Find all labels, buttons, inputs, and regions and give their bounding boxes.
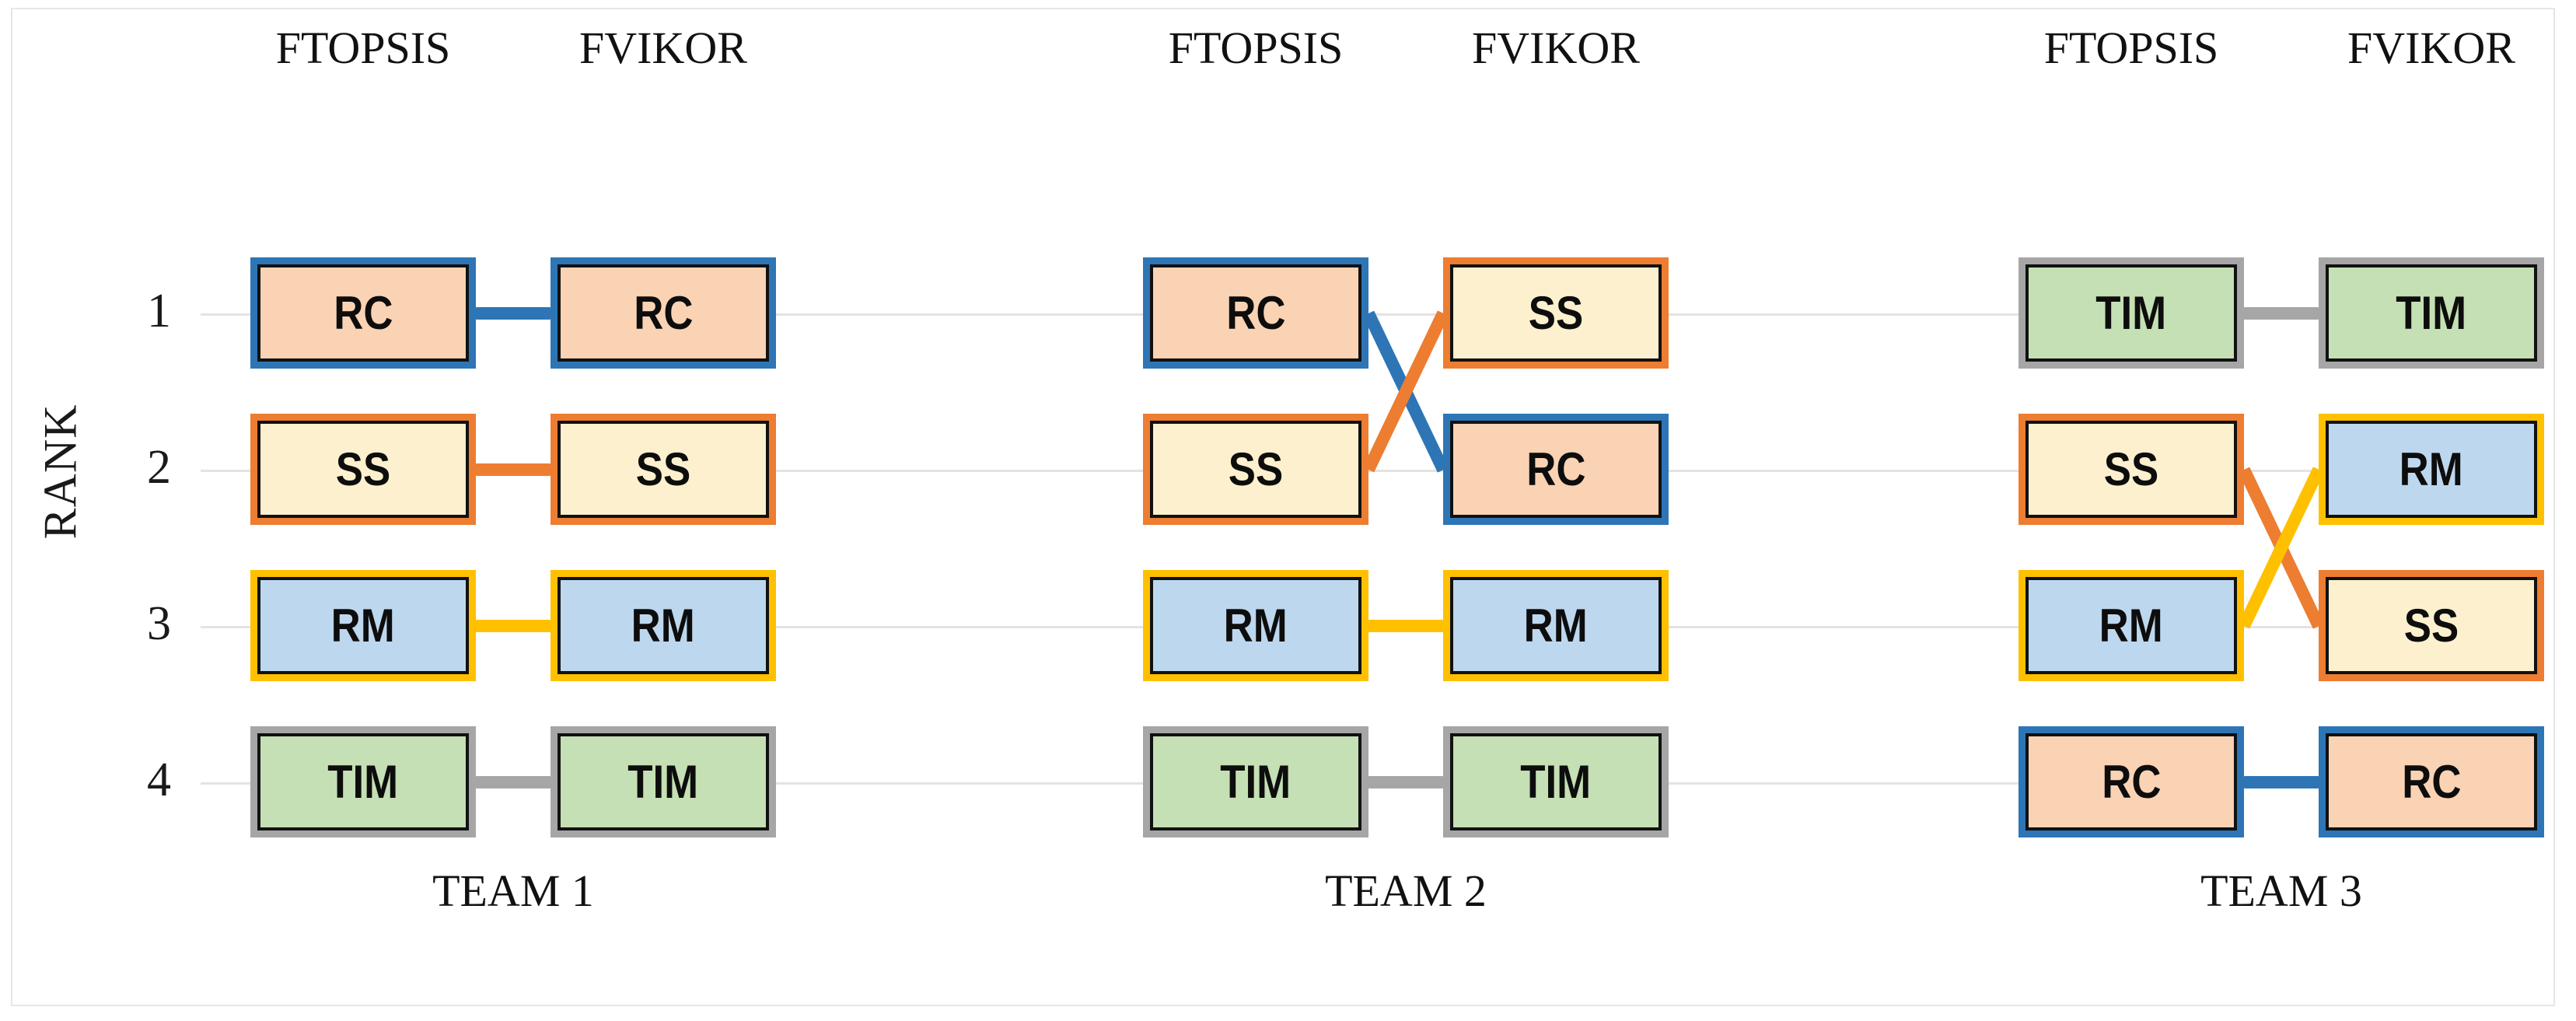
node-team3-ftopsis-rank2[interactable]: SS: [2019, 414, 2244, 525]
node-team1-ftopsis-rank3[interactable]: RM: [250, 570, 476, 681]
node-inner-border: RM: [2326, 421, 2537, 518]
node-team1-fvikor-rank2[interactable]: SS: [551, 414, 776, 525]
node-label: RM: [1523, 599, 1589, 652]
node-team1-ftopsis-rank2[interactable]: SS: [250, 414, 476, 525]
node-team2-fvikor-rank2[interactable]: RC: [1443, 414, 1669, 525]
node-team2-fvikor-rank3[interactable]: RM: [1443, 570, 1669, 681]
node-inner-border: TIM: [557, 733, 769, 830]
node-label: RM: [330, 599, 396, 652]
node-label: RC: [333, 286, 393, 339]
node-label: RM: [631, 599, 696, 652]
figure-frame: RANK 1 2 3 4 FTOPSIS FVIKOR FTOPSIS FVIKOR FTOP…: [11, 8, 2555, 1006]
rank-label-2: 2: [147, 441, 171, 494]
node-team1-fvikor-rank3[interactable]: RM: [551, 570, 776, 681]
node-label: TIM: [627, 755, 699, 808]
node-inner-border: TIM: [1150, 733, 1361, 830]
node-team2-ftopsis-rank1[interactable]: RC: [1143, 257, 1368, 369]
node-team2-fvikor-rank1[interactable]: SS: [1443, 257, 1669, 369]
team-caption-2: TEAM 2: [1325, 865, 1487, 916]
team-caption-3: TEAM 3: [2200, 865, 2362, 916]
node-label: RC: [2401, 755, 2462, 808]
node-inner-border: RC: [2025, 733, 2237, 830]
node-inner-border: RM: [1150, 577, 1361, 674]
connector-team1-tim: [476, 776, 551, 788]
column-header-ftopsis-team-3: FTOPSIS: [2043, 23, 2219, 73]
node-label: SS: [2103, 442, 2159, 495]
node-inner-border: TIM: [257, 733, 469, 830]
connector-team1-rc: [476, 307, 551, 320]
rank-label-3: 3: [147, 597, 171, 650]
node-inner-border: SS: [1450, 264, 1662, 362]
node-team1-ftopsis-rank1[interactable]: RC: [250, 257, 476, 369]
node-label: TIM: [2095, 286, 2167, 339]
connector-team2-tim: [1368, 776, 1443, 788]
column-header-fvikor-team-2: FVIKOR: [1472, 23, 1640, 73]
node-team3-fvikor-rank4[interactable]: RC: [2319, 726, 2544, 837]
node-label: SS: [335, 442, 391, 495]
node-inner-border: SS: [1150, 421, 1361, 518]
node-inner-border: RC: [2326, 733, 2537, 830]
team-caption-1: TEAM 1: [432, 865, 594, 916]
node-inner-border: SS: [2326, 577, 2537, 674]
node-team2-ftopsis-rank4[interactable]: TIM: [1143, 726, 1368, 837]
node-inner-border: SS: [557, 421, 769, 518]
node-label: RC: [2101, 755, 2162, 808]
node-inner-border: TIM: [1450, 733, 1662, 830]
node-label: SS: [1228, 442, 1284, 495]
node-team2-fvikor-rank4[interactable]: TIM: [1443, 726, 1669, 837]
node-label: TIM: [327, 755, 399, 808]
node-inner-border: RC: [1150, 264, 1361, 362]
column-header-fvikor-team-1: FVIKOR: [579, 23, 747, 73]
node-inner-border: RM: [557, 577, 769, 674]
node-label: RM: [2399, 442, 2464, 495]
node-team3-ftopsis-rank3[interactable]: RM: [2019, 570, 2244, 681]
connector-team1-rm: [476, 620, 551, 632]
node-inner-border: RM: [2025, 577, 2237, 674]
connector-team3-tim: [2244, 307, 2319, 320]
node-inner-border: SS: [257, 421, 469, 518]
column-header-ftopsis-team-2: FTOPSIS: [1168, 23, 1344, 73]
connector-team3-rc: [2244, 776, 2319, 788]
node-team3-fvikor-rank3[interactable]: SS: [2319, 570, 2544, 681]
node-team1-ftopsis-rank4[interactable]: TIM: [250, 726, 476, 837]
rank-axis-title: RANK: [34, 404, 86, 540]
node-team3-fvikor-rank1[interactable]: TIM: [2319, 257, 2544, 369]
node-inner-border: RC: [1450, 421, 1662, 518]
node-label: TIM: [1220, 755, 1291, 808]
node-inner-border: RM: [257, 577, 469, 674]
node-inner-border: TIM: [2025, 264, 2237, 362]
node-team3-ftopsis-rank4[interactable]: RC: [2019, 726, 2244, 837]
node-team1-fvikor-rank4[interactable]: TIM: [551, 726, 776, 837]
connector-team1-ss: [476, 463, 551, 476]
node-inner-border: RM: [1450, 577, 1662, 674]
node-label: RC: [1225, 286, 1286, 339]
node-label: RC: [633, 286, 694, 339]
node-team3-ftopsis-rank1[interactable]: TIM: [2019, 257, 2244, 369]
node-label: RM: [1223, 599, 1288, 652]
node-label: RC: [1526, 442, 1586, 495]
node-inner-border: SS: [2025, 421, 2237, 518]
rank-label-4: 4: [147, 754, 171, 806]
node-inner-border: RC: [257, 264, 469, 362]
node-label: SS: [635, 442, 691, 495]
column-header-fvikor-team-3: FVIKOR: [2347, 23, 2515, 73]
node-inner-border: RC: [557, 264, 769, 362]
node-team2-ftopsis-rank2[interactable]: SS: [1143, 414, 1368, 525]
connector-team2-rm: [1368, 620, 1443, 632]
node-label: SS: [2403, 599, 2459, 652]
node-team2-ftopsis-rank3[interactable]: RM: [1143, 570, 1368, 681]
node-label: RM: [2099, 599, 2164, 652]
node-label: SS: [1528, 286, 1584, 339]
node-team1-fvikor-rank1[interactable]: RC: [551, 257, 776, 369]
rank-label-1: 1: [147, 285, 171, 337]
node-inner-border: TIM: [2326, 264, 2537, 362]
node-label: TIM: [2396, 286, 2467, 339]
node-label: TIM: [1520, 755, 1592, 808]
node-team3-fvikor-rank2[interactable]: RM: [2319, 414, 2544, 525]
column-header-ftopsis-team-1: FTOPSIS: [275, 23, 451, 73]
